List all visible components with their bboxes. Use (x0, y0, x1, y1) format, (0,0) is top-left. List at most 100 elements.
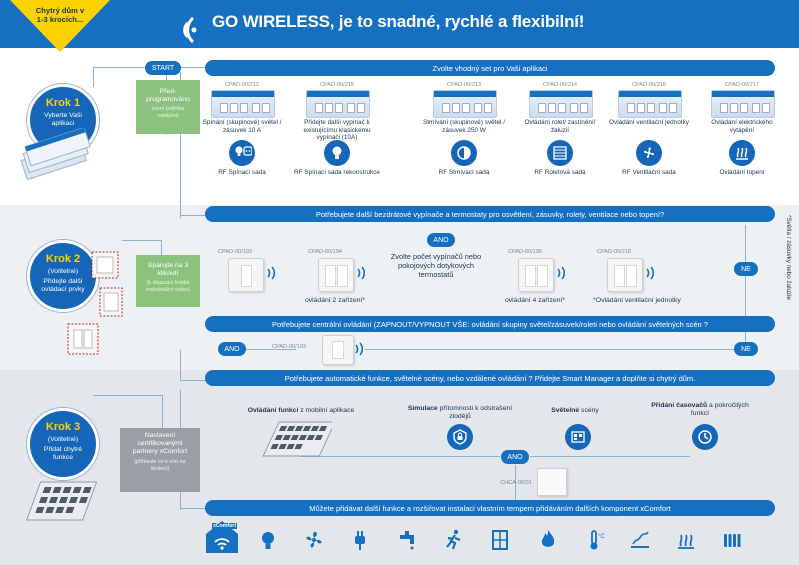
set-description: Ovládání rolet/ zastínění/žaluzií (524, 119, 596, 134)
set-code: CPAD-00/216 (631, 82, 667, 88)
plug-icon (346, 526, 374, 554)
brand-label: xComfort (212, 523, 238, 529)
central-control-bar: Potřebujete centrální ovládání (ZAPNOUT/… (205, 316, 775, 332)
set-code: CPAD-00/215 (319, 82, 355, 88)
set-code: CPAD-00/212 (224, 82, 260, 88)
yes-badge-central[interactable]: ANO (218, 342, 246, 356)
connector-line (122, 240, 162, 241)
connector-line (180, 215, 206, 216)
connector-line (93, 67, 94, 87)
connector-line (180, 67, 206, 68)
switch-code: CPAD-00/194 (307, 249, 343, 255)
preprogrammed-subtext: (není potřeba zaktiplet) (151, 106, 185, 120)
expand-bar: Můžete přidávat další funkce a rozšiřova… (205, 500, 775, 516)
smart-manager-code: CHCA-00/01 (500, 480, 532, 486)
tap-icon (394, 526, 422, 554)
wireless-icon (557, 266, 566, 280)
wireless-icon (267, 266, 276, 280)
page-title: GO WIRELESS, je to snadné, rychlé a flex… (212, 12, 585, 31)
set-description: Stmívání (skupinové) světel / zásuvek 25… (422, 119, 506, 134)
preprogrammed-box: Před-programováno (není potřeba zaktiple… (136, 80, 200, 134)
switches-illustration (66, 248, 126, 360)
set-code: CPAD-00/217 (724, 82, 760, 88)
switch-code: CPAD-00/218 (596, 249, 632, 255)
certified-text: Nastavení certifikovanými partnery xComf… (132, 432, 188, 456)
xcomfort-home-icon: xComfort (204, 518, 240, 554)
heating-icon (729, 140, 755, 166)
wireless-switch (318, 258, 354, 292)
step-3-text: Přidat chytré funkce (43, 446, 83, 461)
switch-caption: ovládání 2 zařízení* (304, 297, 366, 304)
connector-line (180, 72, 181, 218)
set-name: RF Spínací sada (218, 169, 266, 176)
connector-line (180, 508, 206, 509)
wireless-switch (518, 258, 554, 292)
connector-line (246, 349, 296, 350)
wireless-icon (357, 266, 366, 280)
pairing-text: Spárujte na 3 kliknutí (147, 262, 189, 278)
set-product-box (433, 90, 497, 118)
automation-bar: Potřebujete automatické funkce, světelné… (205, 370, 775, 386)
wireless-switch (228, 258, 264, 292)
step2-band (0, 205, 799, 370)
certified-partners-box: Nastavení certifikovanými partnery xComf… (120, 428, 200, 492)
set-product-box (618, 90, 682, 118)
step-3-circle: Krok 3 (Volitelné) Přidat chytré funkce (27, 408, 99, 480)
set-description: Spínání (skupinové) světel / zásuvek 10 … (202, 119, 282, 134)
motion-icon (440, 526, 468, 554)
set-code: CPAD-00/214 (542, 82, 578, 88)
security-lock-icon (447, 424, 473, 450)
no-badge-central[interactable]: NE (734, 342, 758, 356)
central-switch (322, 335, 354, 365)
no-badge-step2[interactable]: NE (734, 262, 758, 276)
step-2-sub: (Volitelné) (47, 268, 79, 275)
thermometer-icon: °C (580, 526, 608, 554)
connector-line (365, 349, 734, 350)
set-description: Přidejte další vypínač k existujícímu kl… (303, 119, 371, 141)
set-description: Ovládání elektrického vytápění (711, 119, 773, 134)
need-more-bar: Potřebujete další bezdrátové vypínače a … (205, 206, 775, 222)
step-3-sub: (Volitelné) (47, 436, 79, 443)
yes-badge-step3[interactable]: ANO (501, 450, 529, 464)
svg-text:°C: °C (598, 534, 605, 540)
set-product-box (306, 90, 370, 118)
pairing-box: Spárujte na 3 kliknutí (k dispozici krát… (136, 255, 200, 307)
header-band (0, 0, 799, 48)
wireless-icon (355, 342, 364, 356)
yes-badge-step2[interactable]: ANO (427, 233, 455, 247)
timer-icon (692, 424, 718, 450)
set-product-box (711, 90, 775, 118)
feature-timers: Přidání časovačů a pokročilých funkcí (651, 402, 749, 417)
set-name: RF Ventilační sada (622, 169, 676, 176)
badge-shape (10, 0, 110, 52)
set-code: CPAD-00/213 (446, 82, 482, 88)
bulb-icon (254, 526, 282, 554)
step-1-title: Krok 1 (45, 97, 81, 109)
step-2-text: Přidejte další ovládací prvky (41, 278, 85, 293)
wireless-icon (176, 12, 202, 51)
set-product-box (529, 90, 593, 118)
set-description: Ovládání ventilační jednotky (609, 119, 689, 126)
bulb-socket-icon (229, 140, 255, 166)
product-boxes-illustration (14, 126, 96, 188)
tablet-illustration (24, 478, 104, 524)
start-badge: START (145, 61, 181, 75)
fan-icon (636, 140, 662, 166)
fire-icon (534, 526, 562, 554)
wireless-switch (607, 258, 643, 292)
connector-line (745, 225, 746, 353)
select-set-bar: Zvolte vhodný set pro Vaši aplikaci (205, 60, 775, 76)
wireless-icon (646, 266, 655, 280)
smart-manager-device (537, 468, 567, 496)
connector-line (180, 350, 181, 380)
scenes-icon (565, 424, 591, 450)
feature-mobile-app: Ovládání funkcí z mobilní aplikace (247, 407, 355, 414)
heating-floor-icon (626, 526, 654, 554)
bulb-icon (324, 140, 350, 166)
step-2-title: Krok 2 (45, 253, 81, 265)
fan-icon (300, 526, 328, 554)
blinds-icon (547, 140, 573, 166)
feature-presence-simulation: Simulace přítomnosti k odstrašení zloděj… (407, 405, 513, 420)
switch-code: CPAD-00/193 (217, 249, 253, 255)
connector-line (162, 395, 163, 430)
